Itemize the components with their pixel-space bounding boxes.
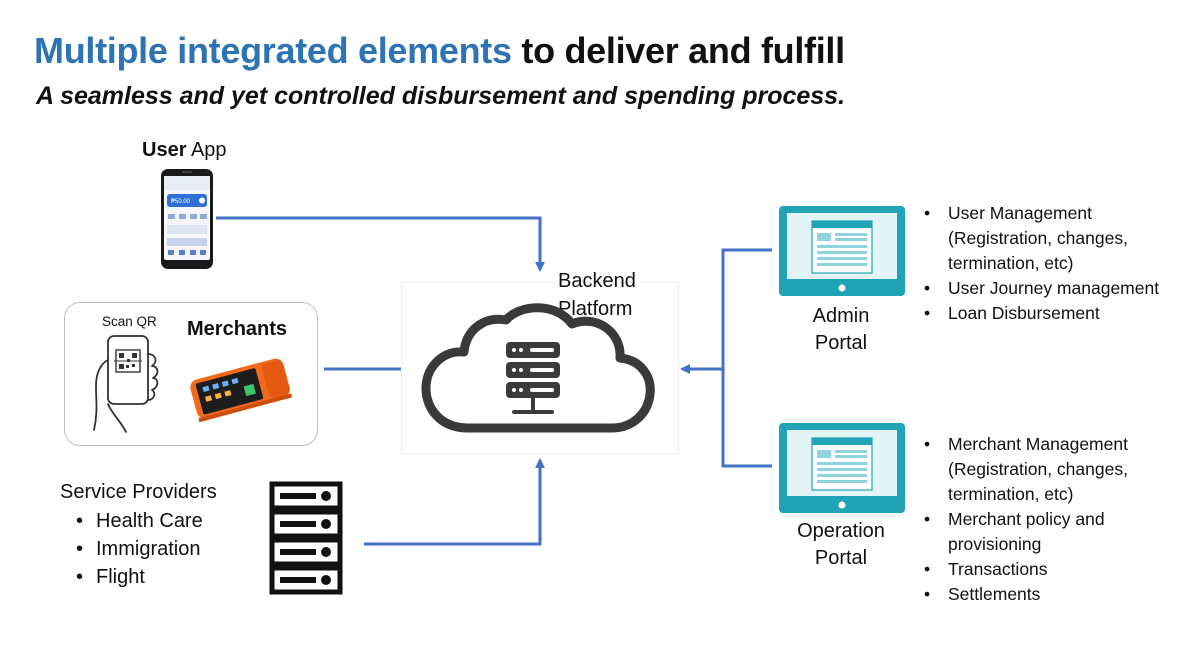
service-providers-title: Service Providers <box>60 481 217 503</box>
title-highlight: Multiple integrated elements <box>34 30 512 71</box>
cloud-server-icon <box>421 303 655 433</box>
list-item: Settlements <box>920 582 1192 607</box>
title-rest: to deliver and fulfill <box>511 30 845 71</box>
pos-terminal-icon <box>190 358 293 423</box>
operation-portal-label: Operation Portal <box>797 520 885 569</box>
admin-portal-label: Admin Portal <box>812 305 870 354</box>
admin-portal-features: User Management (Registration, changes, … <box>920 201 1192 326</box>
list-item: Health Care <box>60 507 217 535</box>
page-title: Multiple integrated elements to deliver … <box>34 30 845 72</box>
list-item: Loan Disbursement <box>920 301 1192 326</box>
operation-monitor-icon <box>779 423 905 513</box>
connector-admin-portal <box>721 248 772 468</box>
list-item: Merchant Management (Registration, chang… <box>920 432 1192 507</box>
user-app-label: User App <box>142 139 227 161</box>
page-subtitle: A seamless and yet controlled disburseme… <box>36 82 846 110</box>
arrow-service-providers-to-backend <box>364 458 545 546</box>
merchants-label: Merchants <box>187 318 288 340</box>
hand-scan-qr-icon <box>93 335 159 433</box>
service-providers-section: Service Providers Health Care Immigratio… <box>60 481 217 591</box>
phone-balance-text: ₱50.00 <box>171 199 191 205</box>
list-item: User Journey management <box>920 276 1192 301</box>
server-rack-icon <box>269 481 343 595</box>
list-item: Flight <box>60 563 217 591</box>
backend-platform-label: Backend Platform <box>558 270 636 320</box>
list-item: User Management (Registration, changes, … <box>920 201 1192 276</box>
admin-monitor-icon <box>779 206 905 296</box>
list-item: Immigration <box>60 535 217 563</box>
phone-icon: ₱50.00 <box>161 169 213 269</box>
list-item: Merchant policy and provisioning <box>920 507 1192 557</box>
service-providers-list: Health Care Immigration Flight <box>60 507 217 591</box>
list-item: Transactions <box>920 557 1192 582</box>
operation-portal-features: Merchant Management (Registration, chang… <box>920 432 1192 607</box>
scan-qr-label: Scan QR <box>102 314 157 329</box>
arrow-user-app-to-backend <box>216 216 545 272</box>
